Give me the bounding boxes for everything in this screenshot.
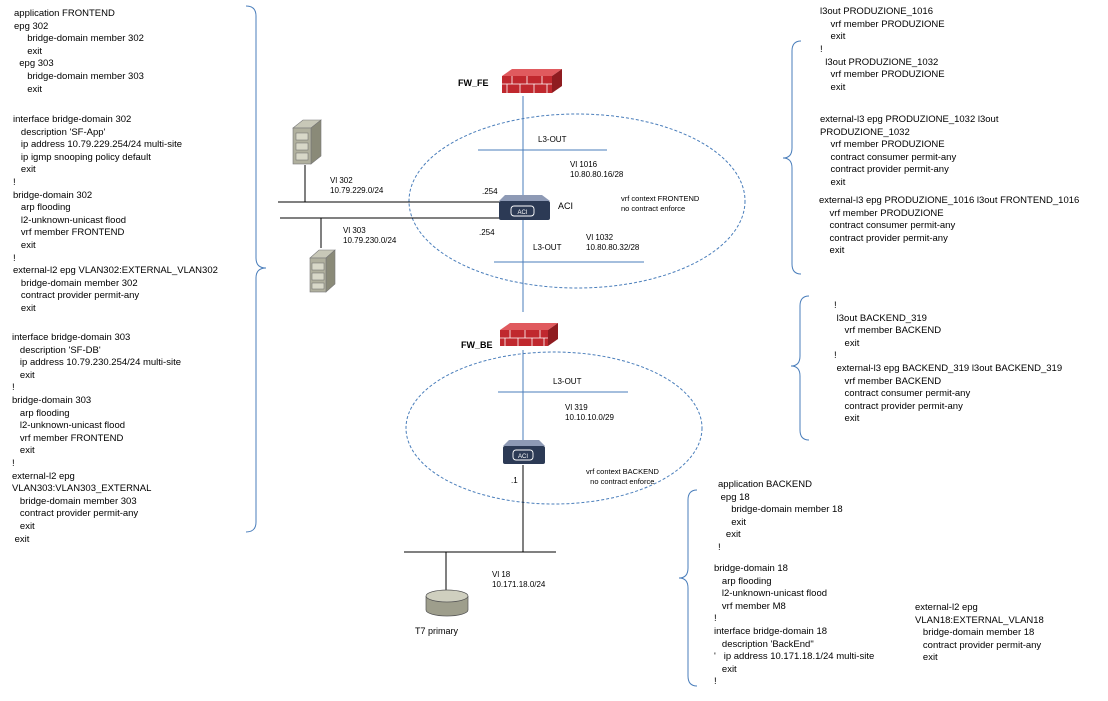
vlan1016-label: Vl 1016 10.80.80.16/28: [570, 160, 624, 179]
vlan303-gateway-label: .254: [479, 228, 495, 237]
aci-fe-logo: ACI: [517, 210, 527, 216]
frontend-vrf-ellipse: [408, 113, 746, 289]
right-config-epg-1016: external-l3 epg PRODUZIONE_1016 l3out FR…: [819, 195, 1080, 257]
bottom-config-bd18: bridge-domain 18 arp flooding l2-unknown…: [714, 563, 875, 688]
l3out-be-label: L3-OUT: [553, 377, 582, 386]
left-config-bracket: [245, 5, 267, 533]
vlan302-gateway-label: .254: [482, 187, 498, 196]
vlan303-label: Vl 303 10.79.230.0/24: [343, 226, 397, 245]
server-302-icon: [292, 119, 322, 165]
backend-vrf-ellipse: [405, 351, 703, 505]
aci-label: ACI: [558, 201, 574, 211]
right-config-epg-1032: external-l3 epg PRODUZIONE_1032 l3out PR…: [820, 114, 999, 188]
fw-fe-label: FW_FE: [458, 78, 489, 88]
left-config-bd303: interface bridge-domain 303 description …: [12, 332, 181, 545]
fw-be-label: FW_BE: [461, 340, 493, 350]
bottom-config-application-backend: application BACKEND epg 18 bridge-domain…: [718, 479, 843, 553]
vlan319-label: Vl 319 10.10.10.0/29: [565, 403, 614, 422]
right-config-backend-319: ! l3out BACKEND_319 vrf member BACKEND e…: [834, 300, 1063, 425]
vrf-frontend-label: vrf context FRONTEND no contract enforce: [621, 194, 700, 213]
firewall-be-icon: [500, 323, 558, 346]
storage-disk-icon: [425, 589, 469, 617]
left-config-bd302: interface bridge-domain 302 description …: [13, 114, 218, 314]
vlan18-gateway-label: .1: [511, 476, 518, 485]
left-config-application: application FRONTEND epg 302 bridge-doma…: [14, 8, 144, 95]
t7-primary-label: T7 primary: [415, 626, 459, 636]
right-mid-config-bracket: [790, 295, 810, 441]
aci-switch-fe-icon: ACI: [499, 195, 550, 220]
aci-be-logo: ACI: [518, 454, 528, 460]
right-top-config-bracket: [782, 40, 802, 275]
firewall-fe-icon: [502, 69, 562, 93]
vlan302-label: Vl 302 10.79.229.0/24: [330, 176, 384, 195]
right-config-l3out-1032: ! l3out PRODUZIONE_1032 vrf member PRODU…: [820, 44, 945, 93]
bottom-config-bracket: [678, 489, 698, 687]
vlan1032-label: Vl 1032 10.80.80.32/28: [586, 233, 640, 252]
l3out-top-label: L3-OUT: [538, 135, 567, 144]
l3out-mid-label: L3-OUT: [533, 243, 562, 252]
vlan18-label: Vl 18 10.171.18.0/24: [492, 570, 546, 589]
bottom-config-external-l2-vlan18: external-l2 epg VLAN18:EXTERNAL_VLAN18 b…: [915, 602, 1044, 664]
right-config-l3out-1016: l3out PRODUZIONE_1016 vrf member PRODUZI…: [820, 6, 945, 43]
vrf-backend-label: vrf context BACKEND no contract enforce: [586, 467, 659, 486]
aci-switch-be-icon: ACI: [503, 440, 545, 464]
server-303-icon: [309, 249, 336, 293]
